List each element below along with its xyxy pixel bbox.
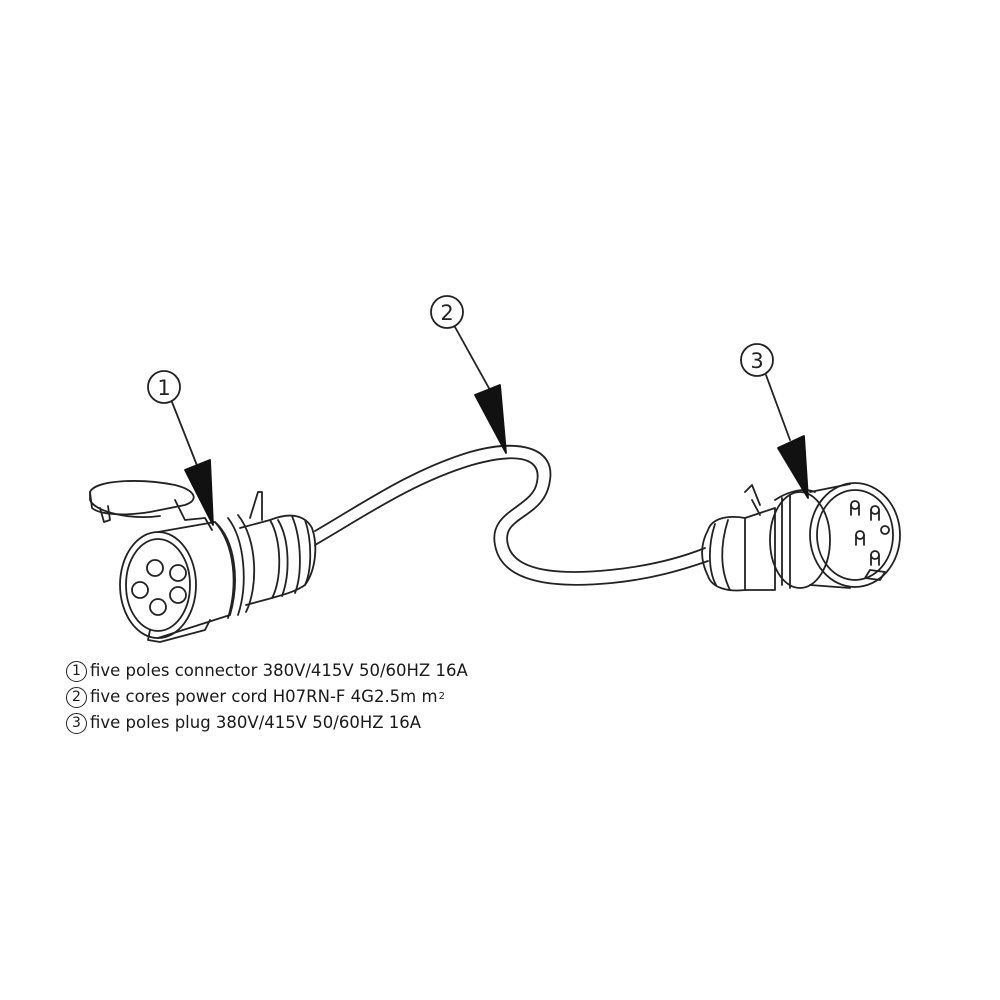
legend-item-1: 1 five poles connector 380V/415V 50/60HZ… (66, 658, 766, 684)
legend-item-3: 3 five poles plug 380V/415V 50/60HZ 16A (66, 710, 766, 736)
callout-2: 2 (430, 295, 507, 454)
legend: 1 five poles connector 380V/415V 50/60HZ… (66, 658, 766, 736)
legend-text-2: five cores power cord H07RN-F 4G2.5m m (90, 687, 438, 706)
legend-number-2: 2 (66, 686, 87, 708)
callout-1: 1 (147, 370, 214, 526)
legend-item-2: 2 five cores power cord H07RN-F 4G2.5m m… (66, 684, 766, 710)
callout-3: 3 (740, 343, 809, 499)
legend-text-1: five poles connector 380V/415V 50/60HZ 1… (90, 661, 468, 680)
power-cord (314, 444, 709, 586)
five-pole-connector (89, 480, 317, 643)
callout-3-number: 3 (750, 349, 763, 373)
legend-number-3: 3 (66, 712, 87, 734)
legend-text-3: five poles plug 380V/415V 50/60HZ 16A (90, 713, 422, 732)
callout-2-number: 2 (440, 301, 453, 325)
callout-1-number: 1 (157, 376, 170, 400)
five-pole-plug (701, 482, 901, 592)
legend-number-1: 1 (66, 660, 87, 682)
